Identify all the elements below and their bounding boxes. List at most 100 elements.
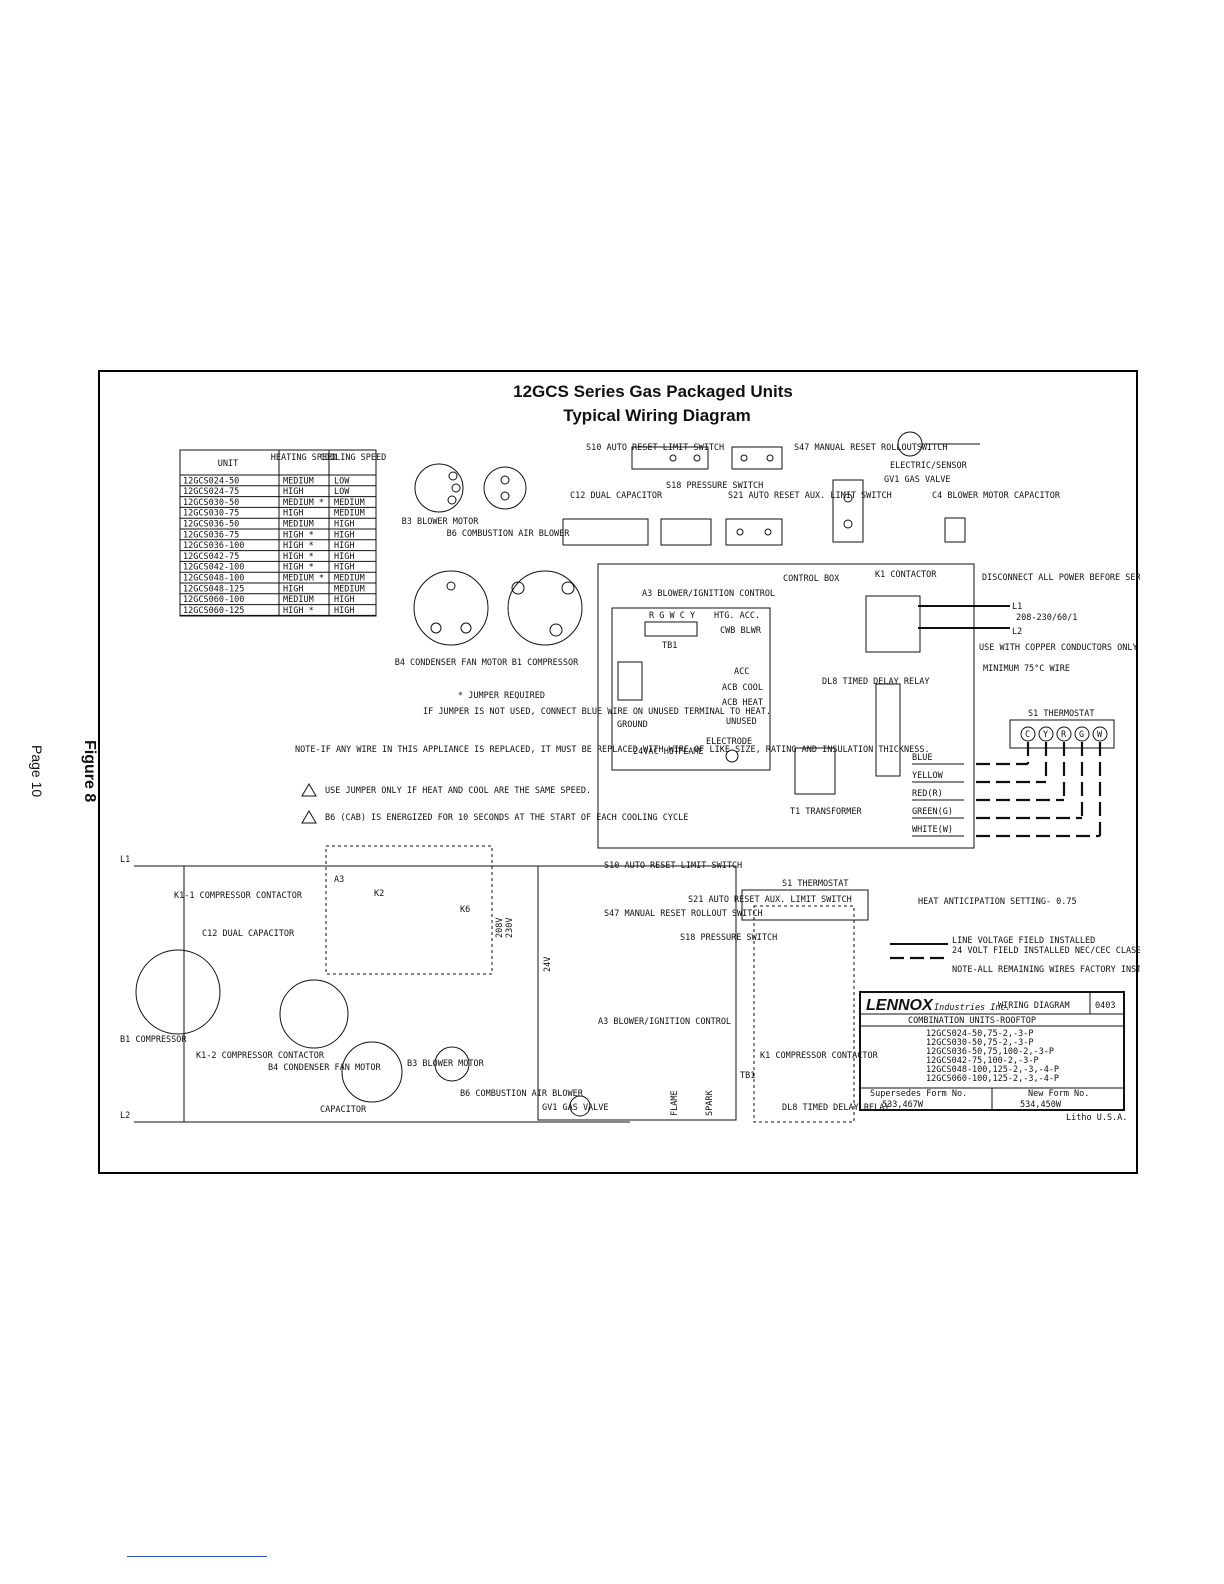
table-cell-heating: HIGH * bbox=[283, 541, 314, 551]
table-cell-unit: 12GCS042-100 bbox=[183, 563, 244, 573]
table-cell-unit: 12GCS060-100 bbox=[183, 595, 244, 605]
cwb-blwr-label: CWB BLWR bbox=[720, 626, 762, 636]
l1-line-label: L1 bbox=[120, 855, 130, 865]
disconnect-note: DISCONNECT ALL POWER BEFORE SERVICING bbox=[982, 573, 1140, 583]
note-2: B6 (CAB) IS ENERGIZED FOR 10 SECONDS AT … bbox=[325, 813, 688, 823]
dl8-label: DL8 TIMED DELAY RELAY bbox=[822, 677, 929, 687]
table-cell-cooling: MEDIUM bbox=[334, 574, 365, 584]
b6-label: B6 COMBUSTION AIR BLOWER bbox=[447, 529, 571, 539]
thermostat-wire-label: GREEN(G) bbox=[912, 807, 953, 817]
thermostat-terminal-label: G bbox=[1079, 730, 1084, 740]
table-cell-cooling: HIGH bbox=[334, 563, 354, 573]
thermostat-terminal bbox=[1092, 726, 1108, 742]
table-cell-cooling: LOW bbox=[334, 487, 350, 497]
b1-compressor-schematic bbox=[135, 949, 221, 1035]
new-form-label: New Form No. bbox=[1028, 1089, 1089, 1099]
a3-schematic-label: A3 bbox=[334, 875, 344, 885]
table-cell-unit: 12GCS036-75 bbox=[183, 530, 239, 540]
safety-circuit-area bbox=[537, 865, 737, 1121]
table-cell-unit: 12GCS048-125 bbox=[183, 584, 244, 594]
c4-capacitor-icon bbox=[944, 517, 966, 543]
field-24v-legend: 24 VOLT FIELD INSTALLED NEC/CEC CLASS 2 bbox=[952, 946, 1140, 956]
table-header-cooling: COOLING SPEED bbox=[320, 453, 387, 463]
s1-schematic-label: S1 THERMOSTAT bbox=[782, 879, 849, 889]
b1-compressor-icon bbox=[507, 570, 583, 646]
24v-label: 24V bbox=[543, 957, 553, 972]
s47-schematic-label: S47 MANUAL RESET ROLLOUT SWITCH bbox=[604, 909, 763, 919]
l2-line-label: L2 bbox=[120, 1111, 130, 1121]
figure-label: Figure 8 bbox=[81, 740, 98, 803]
dl8-schematic-label: DL8 TIMED DELAY RELAY bbox=[782, 1103, 889, 1113]
b3-schematic-label: B3 BLOWER MOTOR bbox=[407, 1059, 485, 1069]
ground-label: GROUND bbox=[617, 720, 648, 730]
table-cell-unit: 12GCS024-50 bbox=[183, 476, 239, 486]
note2-triangle-icon bbox=[301, 810, 317, 824]
voltage-label: 208-230/60/1 bbox=[1016, 613, 1077, 623]
thermostat-terminal-label: Y bbox=[1043, 730, 1048, 740]
table-cell-cooling: MEDIUM bbox=[334, 509, 365, 519]
k1-1-label: K1-1 COMPRESSOR CONTACTOR bbox=[174, 891, 303, 901]
model-number: 12GCS048-100,125-2,-3,-4-P bbox=[926, 1065, 1059, 1075]
line-voltage-legend: LINE VOLTAGE FIELD INSTALLED bbox=[952, 936, 1095, 946]
acb-cool-label: ACB COOL bbox=[722, 683, 763, 693]
k1-label: K1 CONTACTOR bbox=[875, 570, 937, 580]
230v-label: 230V bbox=[505, 918, 515, 938]
document-type: WIRING DIAGRAM bbox=[998, 1001, 1070, 1011]
table-cell-cooling: HIGH bbox=[334, 530, 354, 540]
factory-note: NOTE-ALL REMAINING WIRES FACTORY INSTALL… bbox=[952, 965, 1140, 975]
t1-transformer bbox=[794, 747, 836, 795]
model-number: 12GCS030-50,75-2,-3-P bbox=[926, 1038, 1033, 1048]
supersedes-label: Supersedes Form No. bbox=[870, 1089, 967, 1099]
table-cell-heating: HIGH bbox=[283, 584, 303, 594]
control-box-label: CONTROL BOX bbox=[783, 574, 840, 584]
diagram-title: 12GCS Series Gas Packaged Units bbox=[513, 382, 793, 401]
tb1-label: TB1 bbox=[662, 641, 677, 651]
b4-schematic-label: B4 CONDENSER FAN MOTOR bbox=[268, 1063, 381, 1073]
table-cell-cooling: HIGH bbox=[334, 541, 354, 551]
s21-schematic-label: S21 AUTO RESET AUX. LIMIT SWITCH bbox=[688, 895, 852, 905]
table-cell-cooling: MEDIUM bbox=[334, 584, 365, 594]
spark-schematic-label: SPARK bbox=[705, 1090, 715, 1116]
new-form-number: 534,450W bbox=[1020, 1100, 1062, 1110]
dl8-relay bbox=[875, 683, 901, 777]
flame-schematic-label: FLAME bbox=[670, 1090, 680, 1116]
c4-label: C4 BLOWER MOTOR CAPACITOR bbox=[932, 491, 1061, 501]
gv1-label: GV1 GAS VALVE bbox=[884, 475, 951, 485]
thermostat-terminal bbox=[1020, 726, 1036, 742]
hot-label: 24VAC HOT bbox=[633, 747, 679, 757]
table-cell-cooling: HIGH bbox=[334, 595, 354, 605]
s10-label: S10 AUTO RESET LIMIT SWITCH bbox=[586, 443, 724, 453]
b4-fan-schematic bbox=[279, 979, 349, 1049]
jumper-unused-note: IF JUMPER IS NOT USED, CONNECT BLUE WIRE… bbox=[423, 707, 771, 717]
footer-link-line bbox=[127, 1556, 267, 1557]
thermostat-label: S1 THERMOSTAT bbox=[1028, 709, 1095, 719]
transformer-label: T1 TRANSFORMER bbox=[790, 807, 863, 817]
b1-label: B1 COMPRESSOR bbox=[512, 658, 579, 668]
b3-label: B3 BLOWER MOTOR bbox=[402, 517, 480, 527]
diagram-subtitle: Typical Wiring Diagram bbox=[563, 406, 751, 425]
table-cell-unit: 12GCS048-100 bbox=[183, 574, 244, 584]
ladder-schematic: L1 L2 K1-1 COMPRESSOR CONTACTOR C12 DUAL… bbox=[120, 845, 889, 1123]
thermostat-terminal-label: C bbox=[1025, 730, 1030, 740]
tb1-schematic-label: TB1 bbox=[740, 1071, 755, 1081]
title-block: LENNOX Industries Inc. WIRING DIAGRAM 04… bbox=[859, 991, 1127, 1123]
b1-schematic-label: B1 COMPRESSOR bbox=[120, 1035, 187, 1045]
unused-label: UNUSED bbox=[726, 717, 757, 727]
s18-label: S18 PRESSURE SWITCH bbox=[666, 481, 763, 491]
litho-label: Litho U.S.A. bbox=[1066, 1113, 1127, 1123]
b3-blower-schematic bbox=[341, 1041, 403, 1103]
model-number: 12GCS042-75,100-2,-3-P bbox=[926, 1056, 1039, 1066]
k6-label: K6 bbox=[460, 905, 470, 915]
control-box: CONTROL BOX A3 BLOWER/IGNITION CONTROL R… bbox=[597, 563, 975, 849]
a3-board bbox=[611, 607, 771, 771]
wiring-diagram: 12GCS Series Gas Packaged Units Typical … bbox=[120, 382, 1140, 1123]
thermostat-terminal-label: R bbox=[1061, 730, 1067, 740]
k1-contactor bbox=[865, 595, 921, 653]
a3-terminal-letters: R G W C Y bbox=[649, 611, 695, 621]
s18-schematic-label: S18 PRESSURE SWITCH bbox=[680, 933, 777, 943]
table-cell-heating: HIGH bbox=[283, 487, 303, 497]
table-cell-unit: 12GCS036-100 bbox=[183, 541, 244, 551]
table-cell-heating: MEDIUM * bbox=[283, 498, 324, 508]
table-cell-unit: 12GCS030-75 bbox=[183, 509, 239, 519]
table-cell-heating: MEDIUM * bbox=[283, 574, 324, 584]
